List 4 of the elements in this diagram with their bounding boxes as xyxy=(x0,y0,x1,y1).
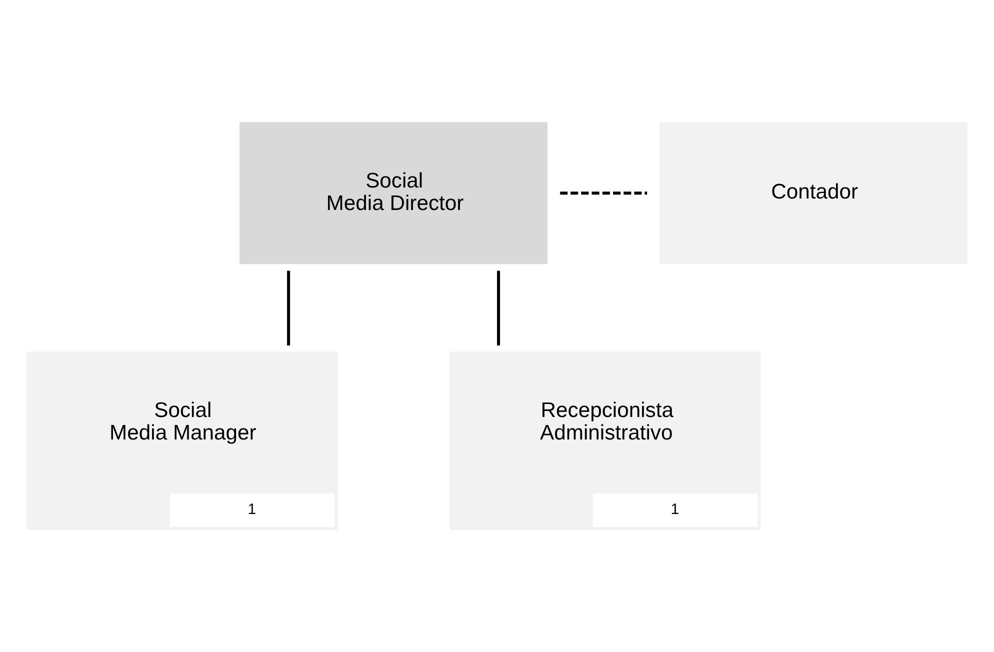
node-box: Social Media Director xyxy=(239,122,548,264)
connector xyxy=(287,270,290,346)
connector xyxy=(497,270,500,346)
connector xyxy=(560,192,648,195)
